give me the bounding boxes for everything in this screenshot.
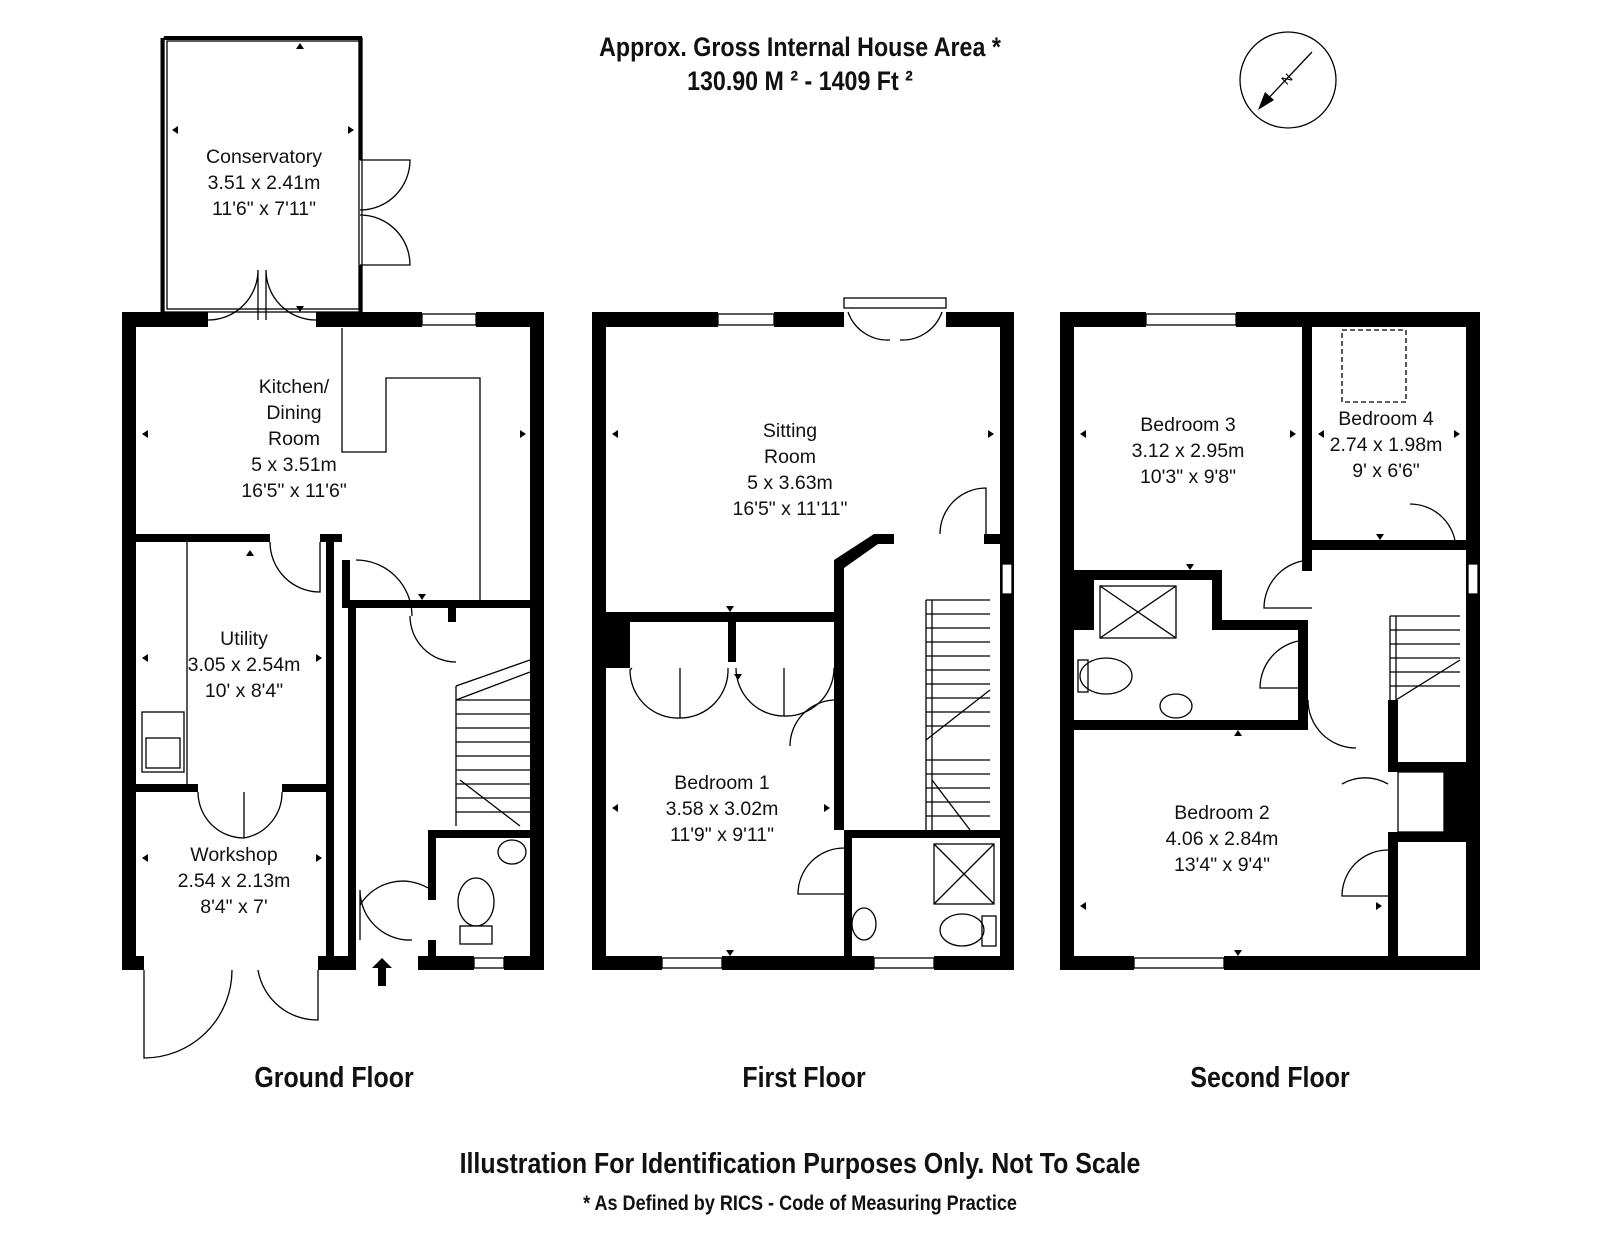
room-metric: 3.51 x 2.41m	[207, 172, 321, 194]
room-imperial: 16'5" x 11'11"	[732, 498, 848, 520]
room-imperial: 11'6" x 7'11"	[211, 198, 317, 220]
room-name: Workshop	[190, 844, 278, 866]
room-name: Conservatory	[206, 146, 322, 168]
compass-icon: N	[1239, 31, 1337, 129]
room-imperial: 10' x 8'4"	[204, 680, 284, 702]
room-name: Bedroom 1	[674, 772, 770, 794]
dimension-markers	[142, 43, 1460, 956]
room-kitchen-dining: Kitchen/ Dining Room 5 x 3.51m 16'5" x 1…	[241, 374, 347, 504]
gross-area-title: Approx. Gross Internal House Area *	[599, 32, 1001, 62]
room-imperial: 9' x 6'6"	[1352, 460, 1420, 482]
room-imperial: 8'4" x 7'	[200, 896, 268, 918]
floor-label-first: First Floor	[742, 1062, 866, 1094]
room-name: Bedroom 4	[1338, 408, 1434, 430]
room-sitting: Sitting Room 5 x 3.63m 16'5" x 11'11"	[733, 418, 848, 522]
room-name: Dining	[266, 402, 322, 424]
room-imperial: 16'5" x 11'6"	[241, 480, 347, 502]
room-name: Sitting	[762, 420, 818, 442]
room-workshop: Workshop 2.54 x 2.13m 8'4" x 7'	[178, 842, 291, 920]
room-bedroom-3: Bedroom 3 3.12 x 2.95m 10'3" x 9'8"	[1132, 412, 1245, 490]
disclaimer: Illustration For Identification Purposes…	[459, 1148, 1141, 1180]
room-imperial: 13'4" x 9'4"	[1173, 854, 1271, 876]
room-metric: 5 x 3.63m	[747, 472, 833, 494]
room-name: Room	[267, 428, 321, 450]
room-bedroom-1: Bedroom 1 3.58 x 3.02m 11'9" x 9'11"	[666, 770, 779, 848]
room-metric: 3.58 x 3.02m	[665, 798, 779, 820]
room-name: Utility	[220, 628, 268, 650]
room-metric: 4.06 x 2.84m	[1165, 828, 1279, 850]
room-metric: 5 x 3.51m	[251, 454, 337, 476]
room-metric: 3.05 x 2.54m	[187, 654, 301, 676]
room-imperial: 10'3" x 9'8"	[1139, 466, 1237, 488]
room-metric: 2.54 x 2.13m	[177, 870, 291, 892]
room-metric: 2.74 x 1.98m	[1329, 434, 1443, 456]
gross-area-value: 130.90 M ² - 1409 Ft ²	[687, 66, 913, 96]
ground-floor-plan	[122, 36, 544, 1059]
area-header: Approx. Gross Internal House Area * 130.…	[112, 30, 1488, 98]
rics-note: * As Defined by RICS - Code of Measuring…	[583, 1192, 1017, 1215]
room-bedroom-2: Bedroom 2 4.06 x 2.84m 13'4" x 9'4"	[1166, 800, 1279, 878]
room-name: Room	[763, 446, 817, 468]
room-bedroom-4: Bedroom 4 2.74 x 1.98m 9' x 6'6"	[1330, 406, 1443, 484]
room-metric: 3.12 x 2.95m	[1131, 440, 1245, 462]
room-name: Bedroom 3	[1140, 414, 1236, 436]
room-name: Kitchen/	[258, 376, 330, 398]
floor-label-ground: Ground Floor	[254, 1062, 414, 1094]
first-floor-plan	[592, 297, 1014, 970]
room-utility: Utility 3.05 x 2.54m 10' x 8'4"	[188, 626, 301, 704]
room-name: Bedroom 2	[1174, 802, 1270, 824]
second-floor-plan	[1060, 312, 1480, 970]
room-conservatory: Conservatory 3.51 x 2.41m 11'6" x 7'11"	[206, 144, 322, 222]
room-imperial: 11'9" x 9'11"	[669, 824, 775, 846]
floor-label-second: Second Floor	[1190, 1062, 1350, 1094]
